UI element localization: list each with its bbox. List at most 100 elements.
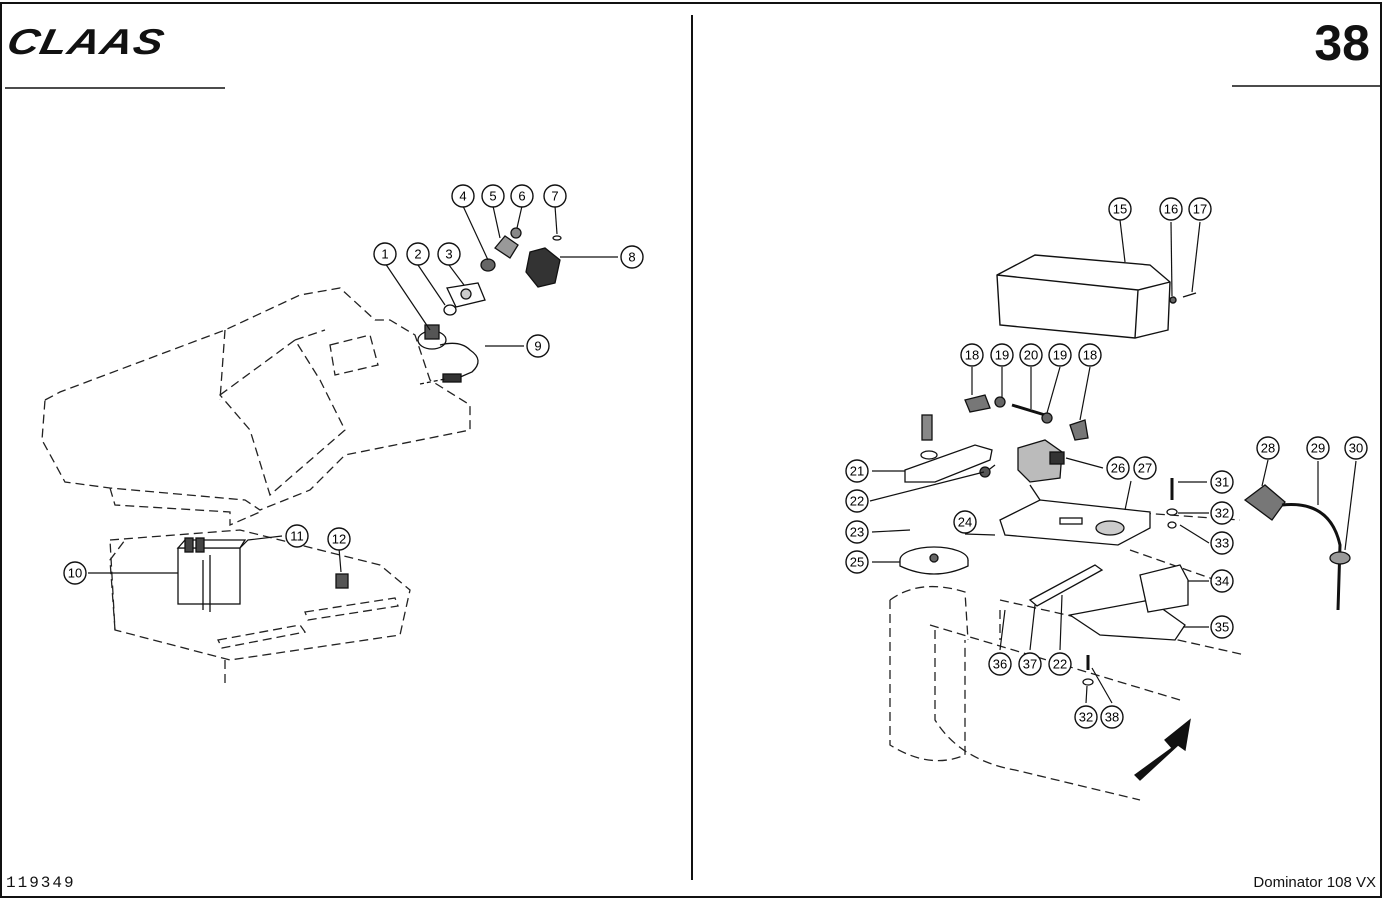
callout-circle [1074,705,1098,729]
callout-circle [845,459,869,483]
callout-circle [327,527,351,551]
callout-label: 33 [1215,536,1229,551]
callout-label: 17 [1193,202,1207,217]
callout-circle [990,343,1014,367]
callout-7: 7 [543,184,567,208]
callout-label: 37 [1023,657,1037,672]
callout-circle [1306,436,1330,460]
callout-label: 31 [1215,475,1229,490]
callout-circle [1210,470,1234,494]
callout-label: 23 [850,525,864,540]
callout-circle [1108,197,1132,221]
callout-circle [451,184,475,208]
callout-label: 6 [518,189,525,204]
callout-26: 26 [1106,456,1130,480]
callout-label: 16 [1164,202,1178,217]
callout-38: 38 [1100,705,1124,729]
cover-box [996,254,1197,339]
callout-circle [437,242,461,266]
callout-37: 37 [1018,652,1042,676]
callout-9: 9 [526,334,550,358]
callout-label: 5 [489,189,496,204]
callout-label: 30 [1349,441,1363,456]
valve-linkage [899,394,1351,781]
callout-circle [620,245,644,269]
callout-label: 11 [290,529,304,544]
callout-label: 35 [1215,620,1229,635]
callout-label: 20 [1024,348,1038,363]
callout-circle [481,184,505,208]
callout-circle [1133,456,1157,480]
callout-circle [1048,652,1072,676]
callout-12: 12 [327,527,351,551]
relay-box [176,537,349,612]
callout-8: 8 [620,245,644,269]
callout-3: 3 [437,242,461,266]
callout-label: 32 [1079,710,1093,725]
callout-30: 30 [1344,436,1368,460]
callout-circle [543,184,567,208]
callout-label: 22 [1053,657,1067,672]
callout-circle [63,561,87,585]
callout-19: 19 [990,343,1014,367]
callout-label: 8 [628,250,635,265]
callout-label: 4 [459,189,466,204]
callout-29: 29 [1306,436,1330,460]
callout-circle [845,520,869,544]
callout-circle [526,334,550,358]
callout-label: 18 [965,348,979,363]
callout-35: 35 [1210,615,1234,639]
callout-label: 15 [1113,202,1127,217]
callout-circle [845,550,869,574]
callout-label: 34 [1215,574,1229,589]
callout-21: 21 [845,459,869,483]
callout-circle [1210,615,1234,639]
callout-20: 20 [1019,343,1043,367]
callout-label: 26 [1111,461,1125,476]
callout-circle [1344,436,1368,460]
callout-label: 21 [850,464,864,479]
callout-label: 29 [1311,441,1325,456]
callout-label: 9 [534,339,541,354]
callout-19: 19 [1048,343,1072,367]
callout-label: 27 [1138,461,1152,476]
callout-4: 4 [451,184,475,208]
callout-22: 22 [845,489,869,513]
callout-32: 32 [1210,501,1234,525]
callout-circle [373,242,397,266]
callout-label: 7 [551,189,558,204]
callout-label: 2 [414,247,421,262]
callout-22: 22 [1048,652,1072,676]
callout-11: 11 [285,524,309,548]
callout-31: 31 [1210,470,1234,494]
callout-label: 12 [332,532,346,547]
callout-label: 38 [1105,710,1119,725]
switch-assembly [417,227,562,385]
model-name: Dominator 108 VX [1253,874,1376,891]
callout-32: 32 [1074,705,1098,729]
callout-circle [1019,343,1043,367]
callout-label: 19 [1053,348,1067,363]
callout-label: 28 [1261,441,1275,456]
callout-18: 18 [1078,343,1102,367]
callout-label: 3 [445,247,452,262]
callout-circle [1078,343,1102,367]
callout-36: 36 [988,652,1012,676]
callout-33: 33 [1210,531,1234,555]
callout-label: 1 [381,247,388,262]
callout-24: 24 [953,510,977,534]
callout-label: 24 [958,515,972,530]
callout-16: 16 [1159,197,1183,221]
callout-circle [1100,705,1124,729]
callout-circle [1018,652,1042,676]
callout-label: 36 [993,657,1007,672]
callout-25: 25 [845,550,869,574]
callout-circle [1256,436,1280,460]
callout-label: 32 [1215,506,1229,521]
callout-label: 19 [995,348,1009,363]
callout-circle [1188,197,1212,221]
callout-circle [1048,343,1072,367]
callout-2: 2 [406,242,430,266]
callout-34: 34 [1210,569,1234,593]
